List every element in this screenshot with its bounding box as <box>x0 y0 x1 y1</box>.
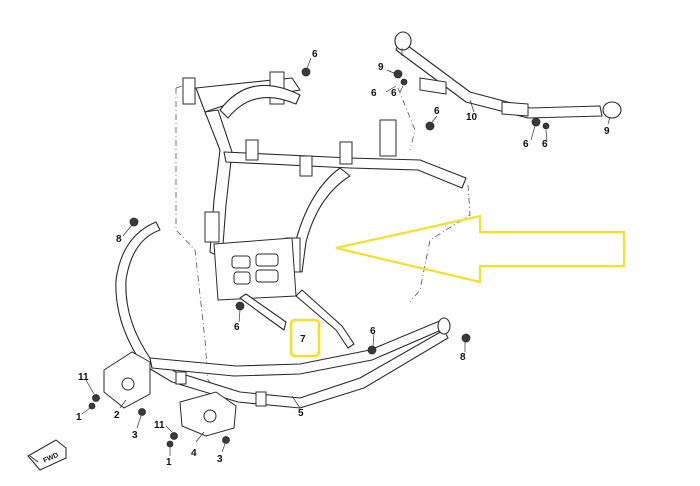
bolt-6a <box>301 67 311 77</box>
bumper-tab-1 <box>175 371 187 385</box>
fwd-direction-tag: FWD <box>27 439 67 471</box>
leader-lines <box>81 48 611 456</box>
mount-bracket-right <box>379 119 397 157</box>
callout-2: 2 <box>114 410 120 421</box>
side-plate-left <box>204 211 220 243</box>
callout-5: 5 <box>298 408 304 419</box>
panel-slot-4 <box>255 269 279 283</box>
callout-1a: 1 <box>76 412 82 423</box>
upper-link-arm <box>394 31 622 119</box>
callout-3a: 3 <box>132 430 138 441</box>
callout-9b: 9 <box>604 126 610 137</box>
callout-6g: 6 <box>234 322 240 333</box>
bushing-top <box>394 31 412 51</box>
link-bracket-2 <box>501 101 529 117</box>
bolt-1b <box>166 440 174 448</box>
panel-slot-2 <box>255 253 279 267</box>
panel-slot-1 <box>231 255 251 269</box>
callout-4: 4 <box>191 448 197 459</box>
bolt-6e <box>531 117 541 127</box>
bolt-6b <box>393 69 403 79</box>
callout-labels: 6 9 6 6 6 10 6 6 9 8 6 6 8 7 11 1 2 3 5 … <box>76 49 610 468</box>
washer-11a <box>92 394 100 402</box>
callout-6c: 6 <box>391 88 397 99</box>
callout-6h: 6 <box>370 326 376 337</box>
bumper-tab-2 <box>255 391 267 407</box>
guard-right <box>179 391 237 437</box>
callout-8b: 8 <box>460 352 466 363</box>
guard-left <box>103 351 151 409</box>
bolt-8a <box>129 217 139 227</box>
bolt-1a <box>88 402 96 410</box>
clip-1 <box>245 139 259 161</box>
highlight-box-part-7 <box>289 318 321 358</box>
bolt-3a <box>138 408 146 416</box>
panel-slot-3 <box>233 271 251 285</box>
bolt-3b <box>222 436 230 444</box>
bolt-6h <box>367 345 377 355</box>
callout-1b: 1 <box>166 457 172 468</box>
callout-10: 10 <box>466 112 478 123</box>
callout-11a: 11 <box>78 372 89 383</box>
callout-9a: 9 <box>378 62 384 73</box>
callout-6b: 6 <box>371 88 377 99</box>
bolt-8b <box>461 333 471 343</box>
callout-6f: 6 <box>542 139 548 150</box>
bushing-end <box>602 101 622 119</box>
callout-8a: 8 <box>116 234 122 245</box>
nut-6c <box>400 78 408 86</box>
fasteners <box>88 67 550 448</box>
washer-11b <box>170 432 178 440</box>
front-bumper-tube <box>115 221 451 409</box>
callout-3b: 3 <box>217 454 223 465</box>
callout-7: 7 <box>300 334 306 345</box>
front-frame-upper <box>182 71 467 349</box>
clip-3 <box>339 141 353 165</box>
pointer-arrow <box>335 214 626 284</box>
mount-bracket-rear <box>182 77 196 105</box>
callout-11b: 11 <box>154 420 165 431</box>
callout-6d: 6 <box>434 106 440 117</box>
callout-6a: 6 <box>312 49 318 60</box>
bumper-end-cap <box>437 317 451 335</box>
bolt-6g <box>235 301 245 311</box>
bolt-6d <box>425 121 435 131</box>
center-panel <box>213 237 297 301</box>
callout-6e: 6 <box>523 139 529 150</box>
clip-2 <box>299 155 313 177</box>
nut-6f <box>542 122 550 130</box>
link-bracket-1 <box>419 77 447 95</box>
